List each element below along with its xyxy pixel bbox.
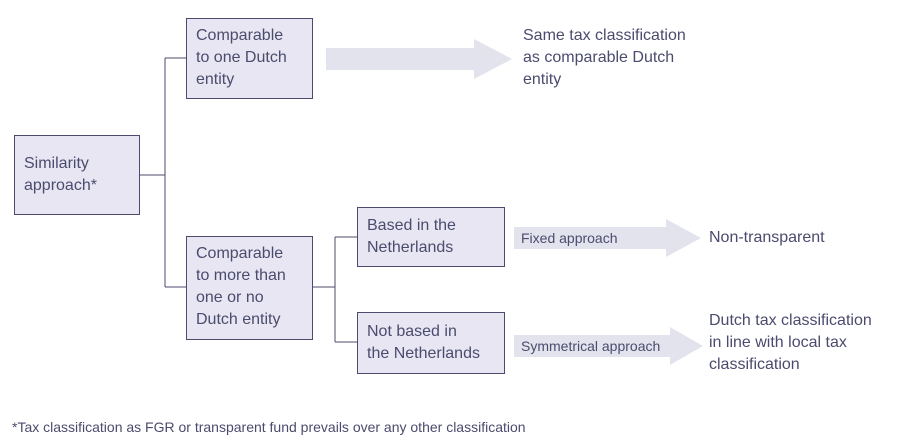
outcome-dutch-line-2: in line with local tax <box>709 334 847 351</box>
outcome-dutch-classification: Dutch tax classification in line with lo… <box>709 310 872 376</box>
box-similarity-approach: Similarity approach* <box>14 135 140 215</box>
label-fixed-approach: Fixed approach <box>521 230 618 246</box>
outcome-same-line-3: entity <box>523 71 562 88</box>
box-more-entities-line-1: Comparable <box>196 245 284 262</box>
outcome-same-line-1: Same tax classification <box>523 27 686 44</box>
box-not-based-nl-line-1: Not based in <box>367 323 457 340</box>
footnote: *Tax classification as FGR or transparen… <box>12 419 526 435</box>
outcome-non-transparent-line-1: Non-transparent <box>709 229 825 246</box>
box-more-entities-line-2: to more than <box>196 267 286 284</box>
arrow-one-entity <box>326 39 512 79</box>
box-not-based-in-netherlands: Not based in the Netherlands <box>357 312 505 374</box>
box-similarity-approach-line-2: approach* <box>24 177 97 194</box>
label-symmetrical-approach: Symmetrical approach <box>521 338 661 354</box>
box-comparable-more-entities: Comparable to more than one or no Dutch … <box>186 236 313 340</box>
outcome-dutch-line-1: Dutch tax classification <box>709 312 872 329</box>
box-more-entities-line-3: one or no <box>196 289 264 306</box>
box-comparable-one-entity: Comparable to one Dutch entity <box>186 18 313 99</box>
box-more-entities-line-4: Dutch entity <box>196 311 281 328</box>
arrow-symmetrical-approach <box>514 327 703 365</box>
box-based-in-netherlands: Based in the Netherlands <box>357 207 505 267</box>
box-based-nl-line-1: Based in the <box>367 217 456 234</box>
outcome-same-classification: Same tax classification as comparable Du… <box>523 25 686 91</box>
box-not-based-nl-line-2: the Netherlands <box>367 345 480 362</box>
outcome-non-transparent: Non-transparent <box>709 227 825 249</box>
box-similarity-approach-line-1: Similarity <box>24 155 89 172</box>
box-one-entity-line-1: Comparable <box>196 27 284 44</box>
box-one-entity-line-3: entity <box>196 71 235 88</box>
outcome-dutch-line-3: classification <box>709 356 800 373</box>
arrow-fixed-approach <box>514 219 701 257</box>
outcome-same-line-2: as comparable Dutch <box>523 49 675 66</box>
box-based-nl-line-2: Netherlands <box>367 239 454 256</box>
box-one-entity-line-2: to one Dutch <box>196 49 287 66</box>
